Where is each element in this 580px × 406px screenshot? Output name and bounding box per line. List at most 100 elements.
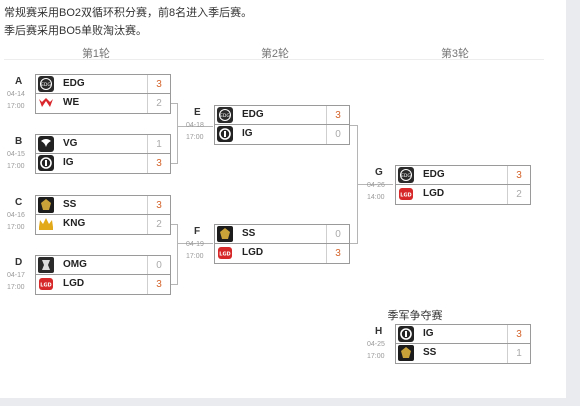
format-note-regular: 常规赛采用BO2双循环积分赛，前8名进入季后赛。 [4, 7, 253, 19]
lgd-logo-icon: LGD [397, 185, 414, 202]
team-score: 1 [147, 135, 170, 153]
team-score: 1 [507, 344, 530, 363]
connector [177, 224, 178, 285]
svg-text:EDG: EDG [401, 173, 411, 179]
team-name: IG [242, 128, 253, 139]
team-row[interactable]: LGD LGD 3 [215, 244, 349, 263]
team-score: 0 [326, 225, 349, 243]
match-time: 17:00 [7, 284, 25, 291]
match-time: 17:00 [367, 353, 385, 360]
team-name: EDG [242, 109, 264, 120]
team-row[interactable]: LGD LGD 3 [36, 275, 170, 294]
team-name: WE [63, 97, 80, 108]
edg-logo-icon: EDG [216, 106, 233, 123]
match-label: H [375, 326, 383, 337]
match-date: 04-17 [7, 272, 25, 279]
team-row[interactable]: EDG EDG 3 [396, 166, 530, 185]
team-score: 3 [147, 75, 170, 93]
format-note-playoffs: 季后赛采用BO5单败淘汰赛。 [4, 25, 148, 37]
connector [177, 103, 178, 164]
svg-text:LGD: LGD [40, 282, 51, 288]
match-label: B [15, 136, 23, 147]
team-score: 2 [147, 94, 170, 113]
match-label: G [375, 167, 383, 178]
team-score: 3 [326, 244, 349, 263]
match-date: 04-26 [367, 182, 385, 189]
team-row[interactable]: WE 2 [36, 94, 170, 113]
team-name: KNG [63, 218, 86, 229]
team-row[interactable]: IG 3 [36, 154, 170, 173]
team-score: 0 [326, 125, 349, 144]
team-row[interactable]: SS 0 [215, 225, 349, 244]
third-place-title: 季军争夺赛 [387, 310, 443, 322]
svg-text:LGD: LGD [219, 251, 230, 257]
match-time: 17:00 [186, 253, 204, 260]
team-name: SS [242, 228, 256, 239]
ig-logo-icon [37, 154, 54, 171]
team-name: EDG [63, 78, 85, 89]
team-score: 0 [147, 256, 170, 274]
match-label: F [194, 226, 201, 237]
round-title-3: 第3轮 [440, 48, 470, 60]
team-name: LGD [242, 247, 264, 258]
team-score: 3 [147, 275, 170, 294]
team-name: IG [63, 157, 74, 168]
match-date: 04-25 [367, 341, 385, 348]
team-row[interactable]: LGD LGD 2 [396, 185, 530, 204]
connector [170, 284, 178, 285]
we-logo-icon [37, 94, 54, 111]
team-name: LGD [423, 188, 445, 199]
ss-logo-icon [37, 196, 54, 213]
team-score: 3 [147, 154, 170, 173]
team-row[interactable]: IG 3 [396, 325, 530, 344]
team-score: 3 [507, 166, 530, 184]
team-row[interactable]: IG 0 [215, 125, 349, 144]
edg-logo-icon: EDG [37, 75, 54, 92]
connector [177, 126, 213, 127]
svg-text:EDG: EDG [41, 82, 51, 88]
connector [170, 163, 178, 164]
connector [170, 103, 178, 104]
ig-logo-icon [216, 125, 233, 142]
team-name: SS [63, 199, 77, 210]
connector [170, 224, 178, 225]
team-name: LGD [63, 278, 85, 289]
match-time: 17:00 [7, 224, 25, 231]
match-date: 04-19 [186, 241, 204, 248]
team-name: IG [423, 328, 434, 339]
team-score: 2 [147, 215, 170, 234]
team-name: EDG [423, 169, 445, 180]
team-row[interactable]: KNG 2 [36, 215, 170, 234]
match-time: 17:00 [186, 134, 204, 141]
match-date: 04-15 [7, 151, 25, 158]
team-score: 3 [507, 325, 530, 343]
svg-text:LGD: LGD [400, 192, 411, 198]
lgd-logo-icon: LGD [37, 275, 54, 292]
match-label: E [194, 107, 201, 118]
match-time: 14:00 [367, 194, 385, 201]
scrollbar-gutter [566, 0, 580, 406]
team-score: 2 [507, 185, 530, 204]
match-label: D [15, 257, 23, 268]
ss-logo-icon [397, 344, 414, 361]
match-date: 04-14 [7, 91, 25, 98]
lgd-logo-icon: LGD [216, 244, 233, 261]
connector [357, 184, 393, 185]
edg-logo-icon: EDG [397, 166, 414, 183]
team-row[interactable]: EDG EDG 3 [36, 75, 170, 94]
match-label: A [15, 76, 23, 87]
match-time: 17:00 [7, 103, 25, 110]
